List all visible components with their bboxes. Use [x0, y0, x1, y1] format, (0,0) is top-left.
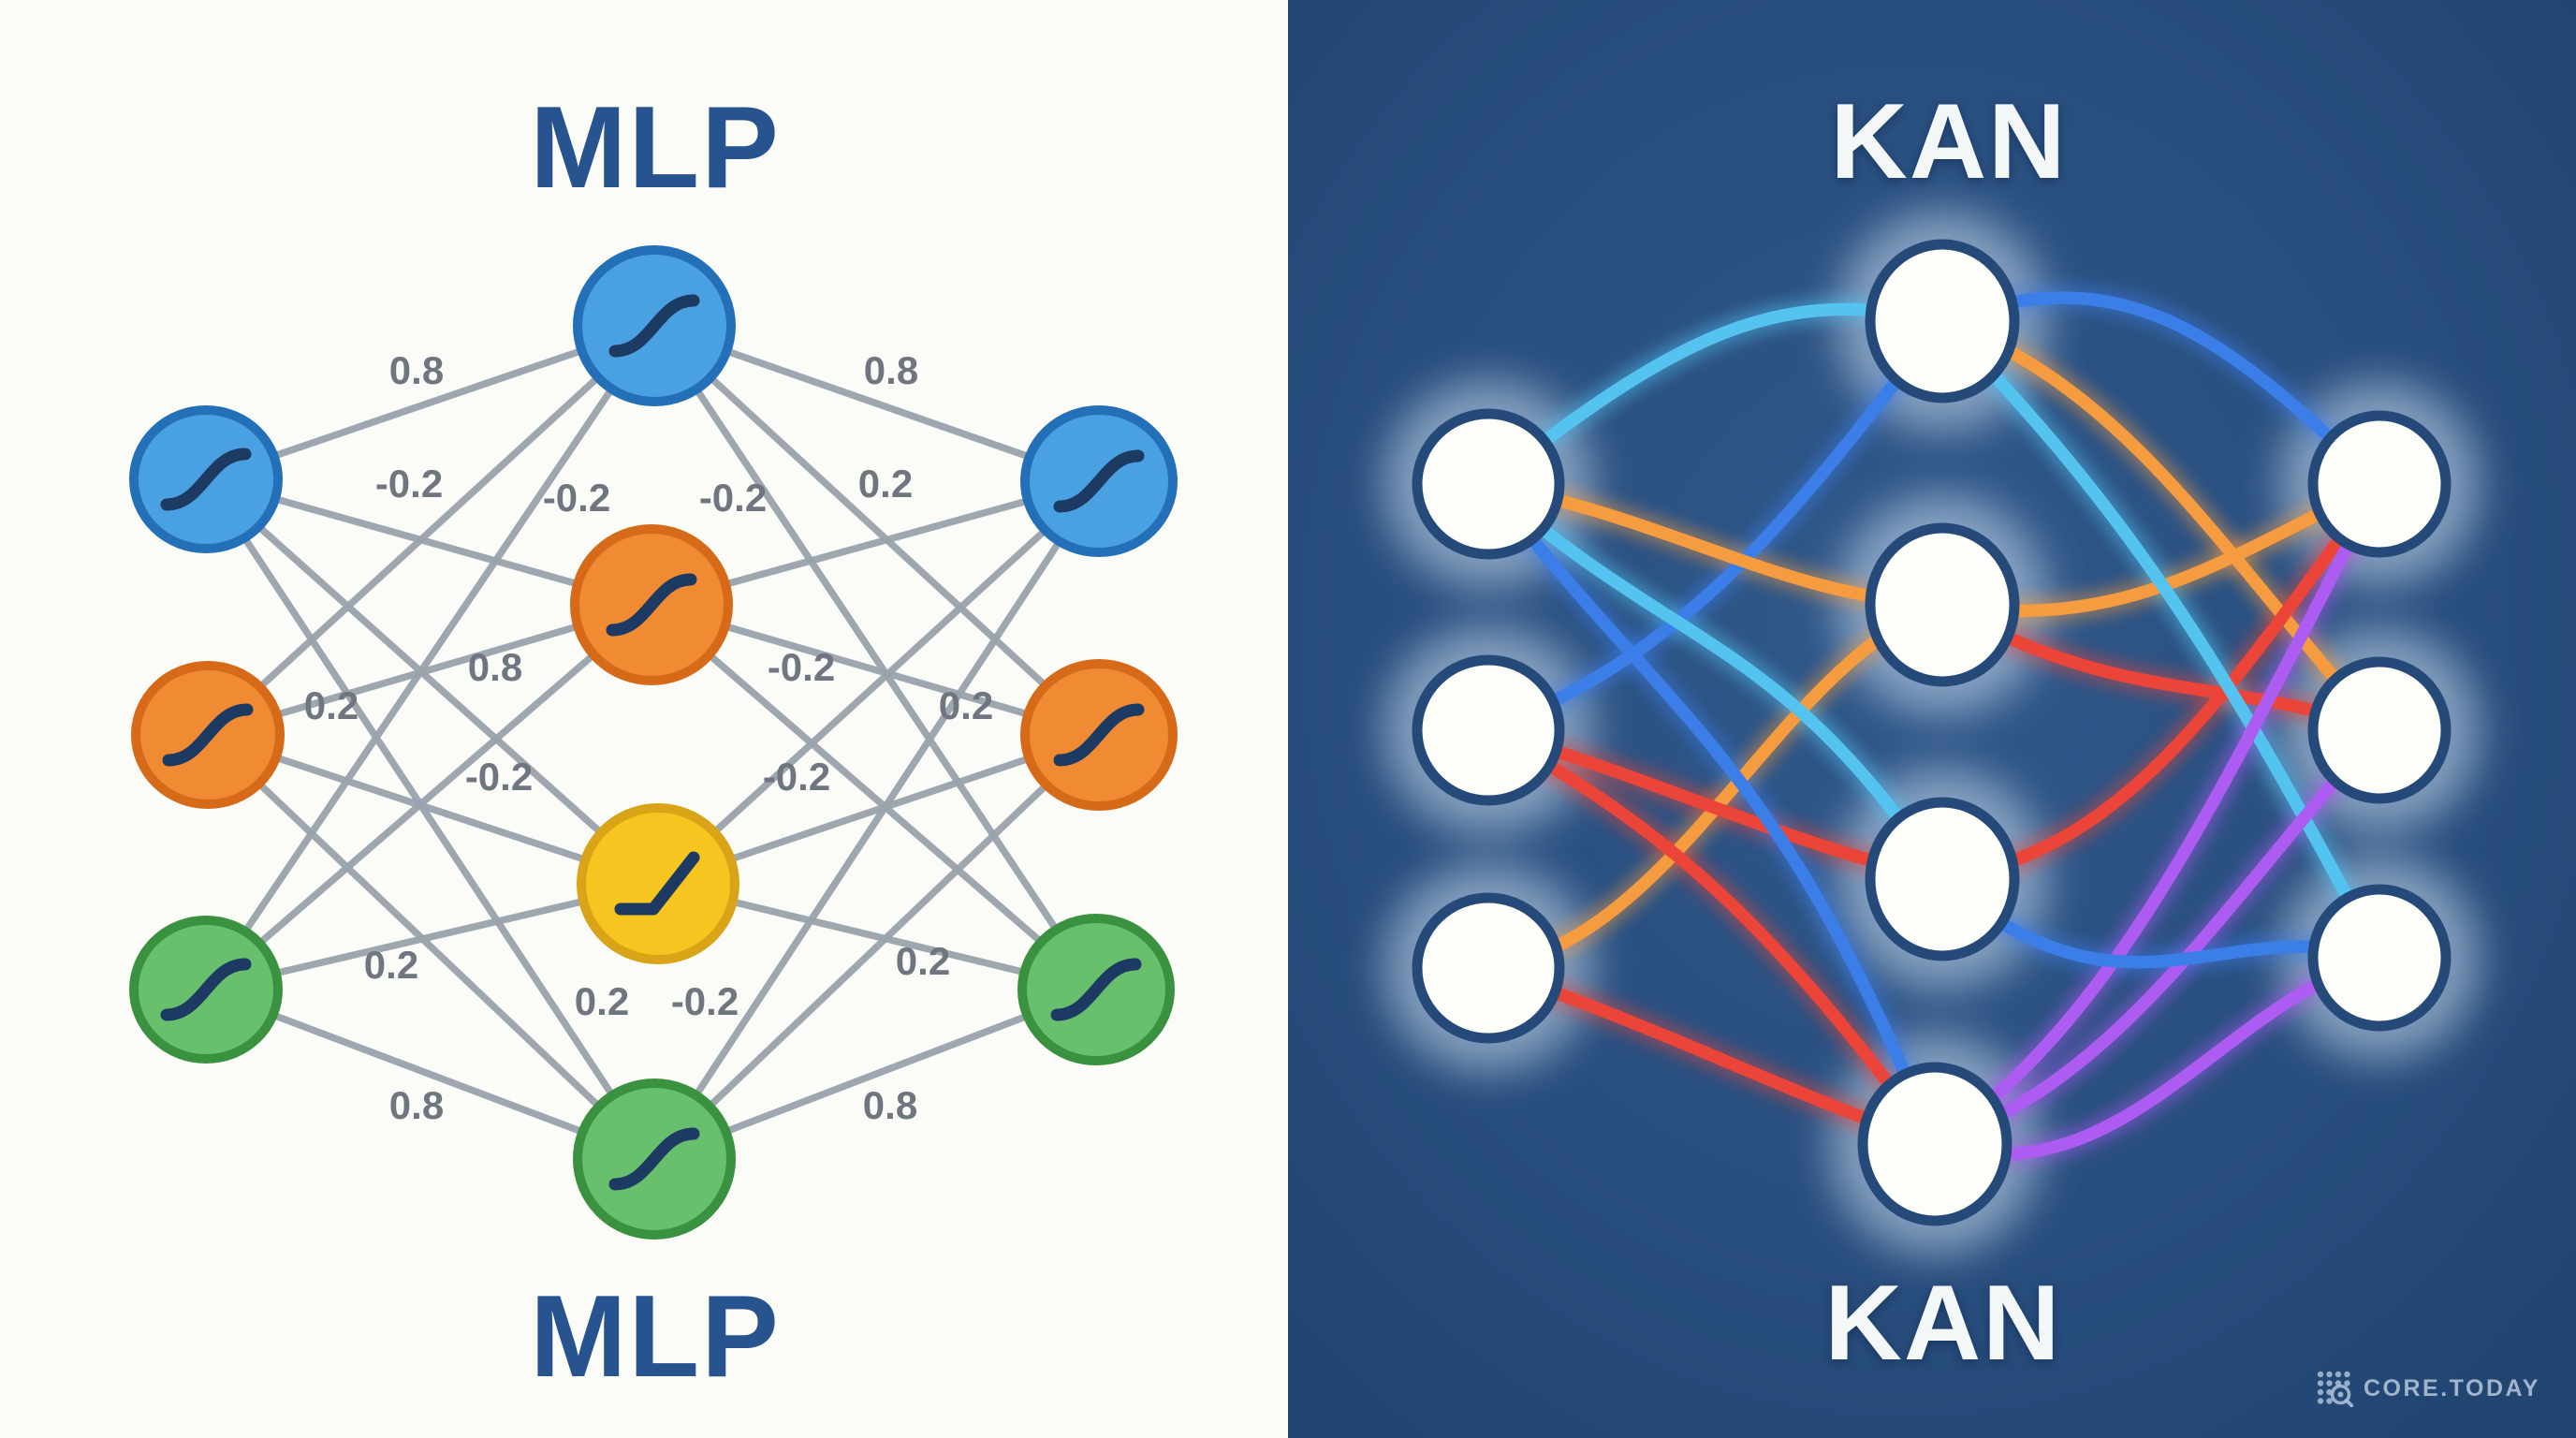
kan-edge-L1-M3-cyan	[1482, 477, 1949, 886]
sigmoid-icon	[160, 958, 252, 1021]
mlp-edge-I3-H2	[203, 602, 654, 992]
kan-node-M4	[1857, 1062, 2012, 1226]
sigmoid-icon	[1050, 958, 1142, 1021]
mlp-edge-H2-O3	[649, 602, 1099, 992]
mlp-edge-I2-H4	[205, 732, 657, 1162]
mlp-title-top: MLP	[530, 83, 781, 213]
mlp-edge-H1-O3	[651, 323, 1100, 992]
kan-edge-M1-R3-cyan	[1936, 315, 2386, 964]
kan-node-R2	[2307, 656, 2452, 804]
mlp-node-O1	[1020, 405, 1178, 557]
kan-node-M2	[1865, 522, 2020, 687]
kan-node-R1	[2307, 410, 2452, 558]
weight-label-5: 0.2	[858, 462, 913, 506]
mlp-edge-I2-H1	[205, 323, 657, 738]
kan-title-top: KAN	[1830, 82, 2068, 201]
weight-label-17: 0.8	[863, 1083, 917, 1127]
kan-edge-L1-M4-blue	[1482, 477, 1941, 1151]
kan-node-L2	[1412, 654, 1565, 806]
sigmoid-icon	[1053, 449, 1145, 513]
mlp-edges	[202, 322, 1103, 1163]
weight-label-2: -0.2	[375, 462, 443, 506]
mlp-node-I3	[129, 916, 283, 1064]
mlp-edge-H1-O2	[651, 323, 1102, 738]
sigmoid-icon	[608, 294, 700, 358]
weight-label-4: -0.2	[699, 476, 767, 520]
mlp-node-O3	[1017, 914, 1175, 1065]
kan-nodes	[1412, 239, 2452, 1226]
sigmoid-icon	[162, 703, 254, 767]
weight-label-7: -0.2	[768, 645, 835, 689]
weight-label-16: 0.8	[389, 1083, 444, 1127]
weight-label-8: 0.2	[304, 683, 359, 727]
weight-label-13: 0.2	[896, 939, 950, 983]
mlp-node-H3	[577, 803, 739, 964]
mlp-nodes	[129, 245, 1178, 1240]
kan-node-M3	[1865, 797, 2020, 961]
kan-title-bottom: KAN	[1824, 1264, 2062, 1383]
weight-label-3: -0.2	[543, 476, 610, 520]
kan-edge-M4-R1-purple	[1928, 477, 2386, 1151]
mlp-title-bottom: MLP	[530, 1272, 781, 1401]
kan-node-L3	[1412, 892, 1565, 1044]
weight-label-12: 0.2	[364, 943, 418, 987]
weight-label-6: 0.8	[468, 645, 522, 689]
weight-label-1: 0.8	[864, 348, 918, 392]
kan-edge-M1-R2-orange	[1936, 315, 2386, 737]
mlp-edge-I1-H3	[203, 477, 661, 887]
mlp-node-H1	[573, 245, 736, 406]
sigmoid-icon	[1053, 703, 1145, 767]
mlp-node-I1	[129, 405, 283, 553]
weight-label-15: -0.2	[671, 979, 739, 1023]
kan-panel	[1288, 0, 2576, 1438]
kan-network-diagram	[1288, 0, 2576, 1438]
mlp-edge-H4-O2	[651, 732, 1102, 1162]
mlp-node-O2	[1020, 659, 1178, 811]
mlp-weight-labels: 0.8 0.8 -0.2 -0.2 -0.2 0.2 0.8 -0.2 0.2 0.2 -0.2 -0…	[304, 348, 993, 1127]
kan-node-M1	[1865, 239, 2020, 404]
sigmoid-icon	[606, 573, 697, 637]
weight-label-14: 0.2	[575, 979, 629, 1023]
mlp-panel: 0.8 0.8 -0.2 -0.2 -0.2 0.2 0.8 -0.2 0.2 0.2 -0.2 -0…	[129, 245, 1178, 1240]
kan-edge-L2-M1-blue	[1482, 315, 1949, 737]
mlp-edge-I3-H1	[202, 323, 658, 992]
sigmoid-icon	[160, 448, 252, 511]
mlp-edge-H3-O1	[655, 478, 1102, 887]
kan-node-R3	[2307, 884, 2452, 1032]
mlp-edge-I1-H4	[202, 477, 658, 1162]
mlp-edge-H4-O1	[651, 478, 1103, 1162]
mlp-network-diagram: 0.8 0.8 -0.2 -0.2 -0.2 0.2 0.8 -0.2 0.2 0.2 -0.2 -0…	[129, 245, 1178, 1240]
kan-edge-M4-R2-purple	[1928, 724, 2386, 1151]
sigmoid-icon	[608, 1127, 700, 1191]
mlp-node-H4	[573, 1078, 736, 1240]
weight-label-0: 0.8	[389, 348, 444, 392]
weight-label-10: -0.2	[465, 755, 533, 799]
weight-label-11: -0.2	[763, 755, 830, 799]
kan-edge-L2-M4-red	[1482, 724, 1941, 1151]
watermark-text: CORE.TODAY	[2364, 1374, 2540, 1401]
relu-icon	[614, 851, 700, 916]
weight-label-9: 0.2	[939, 683, 993, 727]
mlp-node-I2	[131, 661, 285, 809]
grid-magnifier-icon	[2317, 1371, 2353, 1407]
kan-node-L1	[1412, 408, 1565, 560]
watermark: CORE.TODAY	[2316, 1369, 2540, 1408]
mlp-node-H2	[570, 524, 733, 685]
yellow-neuron	[577, 803, 739, 964]
